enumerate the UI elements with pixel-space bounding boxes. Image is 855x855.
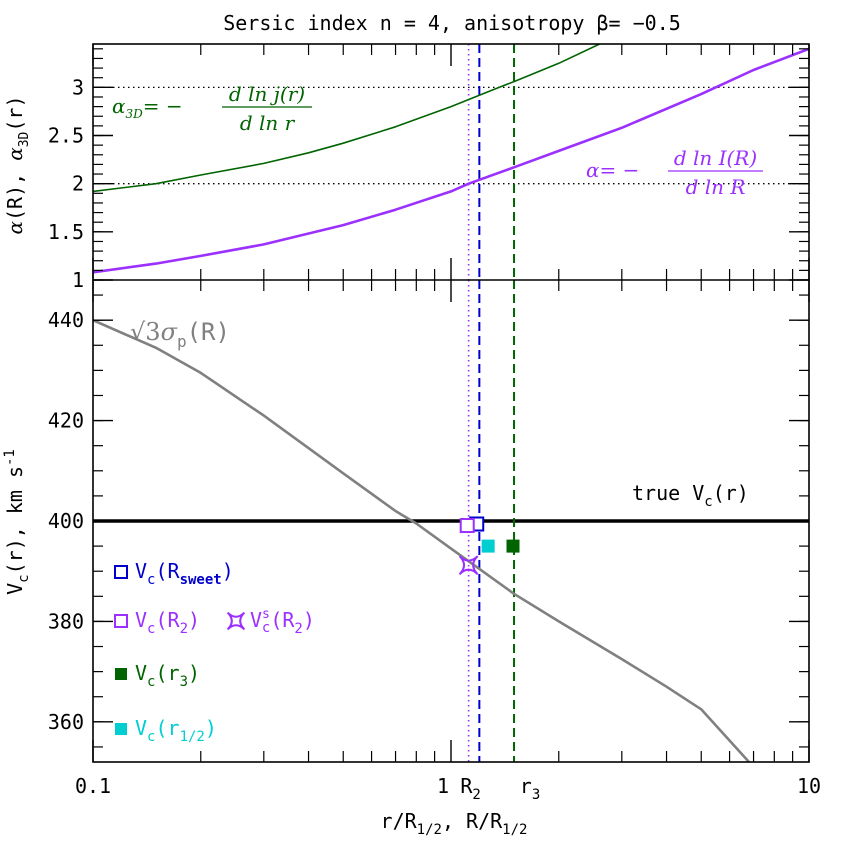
y-tick-label: 1.5 (48, 220, 84, 244)
marker-vc-r3- (506, 539, 520, 553)
y-tick-label: 420 (48, 409, 84, 433)
marker-vc-r2- (459, 518, 475, 534)
formula-lhs: α= − (586, 158, 639, 182)
legend-label: Vc(Rsweet) (135, 559, 234, 588)
legend-marker (226, 611, 246, 631)
y-tick-label: 360 (48, 710, 84, 734)
legend-marker (114, 614, 128, 628)
legend-marker (115, 723, 127, 735)
legend-marker (115, 668, 127, 680)
y-tick-label: 2 (72, 172, 84, 196)
y-tick-label: 3 (72, 75, 84, 99)
x-special-label: r3 (520, 774, 540, 803)
legend-marker (114, 565, 128, 579)
marker-vsc-r2- (458, 555, 479, 576)
x-tick-label: 0.1 (75, 774, 111, 798)
y-tick-label: 2.5 (48, 124, 84, 148)
sigma-p-curve (93, 319, 750, 762)
marker-vc-r1-2- (481, 539, 495, 553)
true-vc-label: true Vc(r) (632, 481, 749, 510)
formula-denominator: d ln R (686, 175, 746, 199)
top-panel (93, 44, 809, 280)
alpha-3d-formula: α3D= − d ln j(r) d ln r (112, 82, 312, 135)
y-tick-label: 400 (48, 509, 84, 533)
chart-title: Sersic index n = 4, anisotropy β= −0.5 (223, 11, 681, 35)
y-tick-label: 1 (72, 268, 84, 292)
alpha-2d-formula: α= − d ln I(R) d ln R (586, 146, 763, 199)
y-tick-label: 380 (48, 609, 84, 633)
formula-lhs: α3D= − (112, 94, 183, 121)
legend-label: Vc(R2) (135, 608, 200, 637)
y-tick-label: 440 (48, 308, 84, 332)
alpha-3d-curve (93, 44, 600, 193)
top-y-axis-label: α(R), α3D(r) (3, 95, 32, 234)
x-tick-label: 1 (437, 774, 449, 798)
legend-label: Vc(r1/2) (135, 716, 217, 745)
bottom-y-axis-label: Vc(r), km s-1 (2, 449, 32, 595)
formula-numerator: d ln j(r) (229, 82, 305, 106)
x-tick-label: 10 (797, 774, 821, 798)
x-special-label: R2 (460, 774, 480, 803)
data-markers (458, 516, 520, 576)
axes: 1 1.5 2 2.5 3 360 380 400 420 440 0.1 1 10 R2 r3 (48, 43, 821, 803)
sigma-p-curve-label: √3σp(R) (130, 318, 230, 351)
formula-numerator: d ln I(R) (674, 146, 757, 170)
formula-denominator: d ln r (240, 111, 296, 135)
alpha-2d-curve (93, 47, 809, 274)
legend-label: Vc(r3) (135, 661, 200, 690)
x-axis-label: r/R1/2, R/R1/2 (381, 809, 528, 838)
